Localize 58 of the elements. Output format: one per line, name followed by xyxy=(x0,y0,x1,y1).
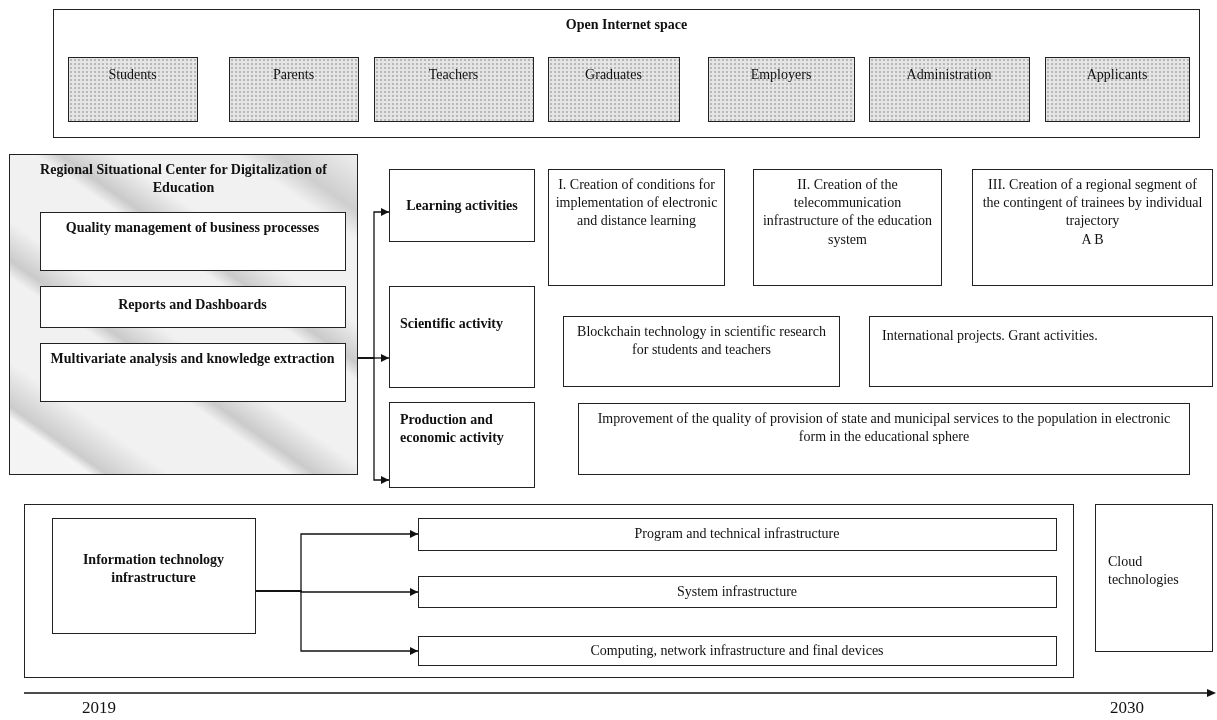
process-box xyxy=(373,56,534,122)
node-label: I. Creation of conditions for implementation of electronic and distance learning xyxy=(555,176,718,231)
process-box xyxy=(972,169,1213,286)
panel-heading: Open Internet space xyxy=(564,16,689,34)
node-label: Students xyxy=(107,65,158,84)
node-label: System infrastructure xyxy=(675,582,799,601)
process-box xyxy=(707,56,855,122)
arrow xyxy=(357,357,390,484)
node-label: Information technology infrastructure xyxy=(81,550,226,587)
process-box xyxy=(868,56,1030,122)
group-panel xyxy=(9,154,358,475)
process-box xyxy=(39,285,346,328)
process-box xyxy=(869,316,1213,387)
process-box xyxy=(51,517,256,634)
group-panel xyxy=(24,504,1074,678)
node-label: Blockchain technology in scientific research for students and teachers xyxy=(576,323,827,360)
process-box xyxy=(389,402,535,488)
node-label: International projects. Grant activities. xyxy=(882,327,1099,345)
node-label: Learning activities xyxy=(405,197,519,215)
node-label: Scientific activity xyxy=(400,315,505,333)
process-box xyxy=(1044,56,1190,122)
node-label: Graduates xyxy=(584,65,643,84)
process-box xyxy=(417,517,1057,551)
node-subtext: A B xyxy=(1080,230,1105,249)
node-label: Computing, network infrastructure and final devices xyxy=(589,641,885,660)
year-label: 2030 xyxy=(1110,698,1144,718)
process-box xyxy=(228,56,359,122)
process-box xyxy=(39,342,346,402)
process-box xyxy=(39,211,346,271)
node-label: Applicants xyxy=(1085,65,1149,84)
node-label: Teachers xyxy=(427,65,480,84)
process-box xyxy=(417,575,1057,608)
node-label: Administration xyxy=(905,65,993,84)
node-label: II. Creation of the telecommunication infrastructure of the education system xyxy=(761,176,934,249)
node-label: Improvement of the quality of provision of state and municipal services to the population in electronic form in the educational sphere xyxy=(596,410,1172,447)
process-box xyxy=(578,403,1190,475)
node-label: Parents xyxy=(271,65,316,84)
year-label: 2019 xyxy=(82,698,116,718)
node-label: III. Creation of a regional segment of the contingent of trainees by individual trajectory xyxy=(981,176,1204,231)
process-box xyxy=(753,169,942,286)
process-box xyxy=(1095,504,1213,652)
process-box xyxy=(389,286,535,388)
node-label: Production and economic activity xyxy=(400,411,505,448)
node-label: Cloud technologies xyxy=(1108,553,1180,590)
process-box xyxy=(417,635,1057,666)
process-box xyxy=(548,169,725,286)
node-label: Employers xyxy=(749,65,813,84)
process-box xyxy=(389,169,535,242)
node-label: Reports and Dashboards xyxy=(117,295,268,314)
arrow xyxy=(255,590,419,655)
process-box xyxy=(547,56,680,122)
panel-heading: Regional Situational Center for Digitalization of Education xyxy=(39,161,328,198)
process-box xyxy=(67,56,198,122)
node-label: Multivariate analysis and knowledge extraction xyxy=(49,349,336,368)
node-label: Quality management of business processes xyxy=(64,218,321,237)
process-box xyxy=(563,316,840,387)
group-panel xyxy=(53,9,1200,138)
node-label: Program and technical infrastructure xyxy=(633,524,841,543)
